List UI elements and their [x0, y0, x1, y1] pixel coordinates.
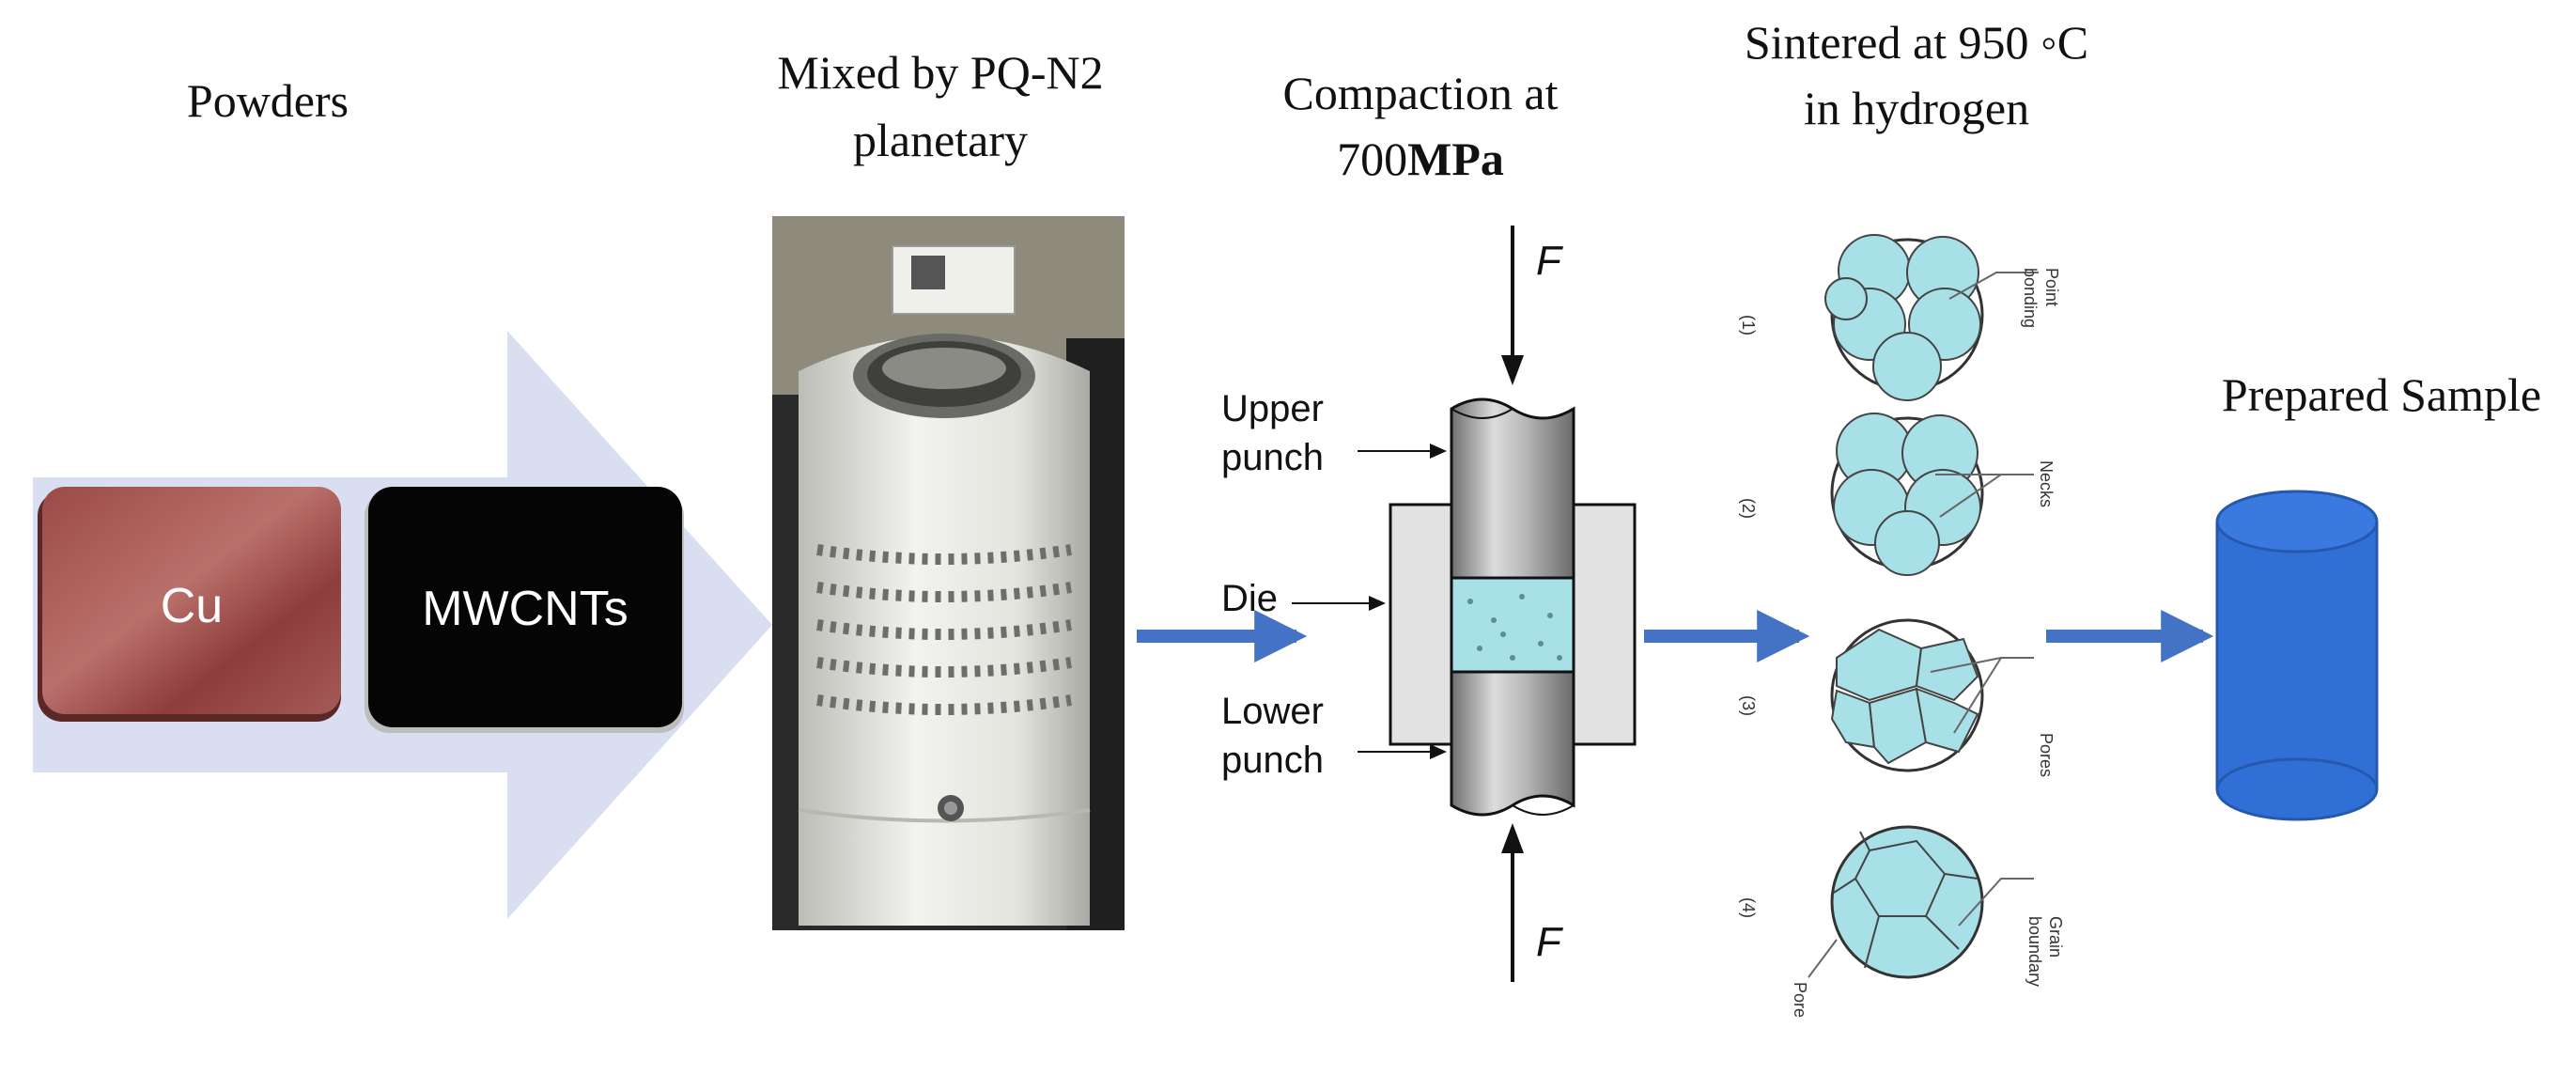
mixing-title-line1: Mixed by PQ-N2: [777, 46, 1103, 99]
compaction-title-line2: 700MPa: [1337, 132, 1504, 185]
label-upper-line1: Upper: [1221, 388, 1324, 429]
sample-cylinder: [2215, 490, 2379, 821]
mwcnts-box: MWCNTs: [365, 487, 684, 733]
svg-text:(1): (1): [1739, 315, 1758, 335]
sintering-stage-4: (4) Grain boundary Pore: [1739, 825, 2065, 1018]
svg-text:Grain: Grain: [2046, 916, 2065, 958]
svg-text:Point: Point: [2042, 268, 2061, 306]
sintering-title-line1: Sintered at 950 ◦C: [1745, 16, 2088, 69]
svg-text:Pore: Pore: [1791, 982, 1809, 1018]
force-label-top: F: [1536, 238, 1563, 284]
force-label-bottom: F: [1536, 919, 1563, 965]
compaction-title-line1: Compaction at: [1283, 67, 1559, 119]
svg-text:Pores: Pores: [2037, 733, 2056, 777]
label-lower-line1: Lower: [1221, 691, 1324, 732]
svg-text:(4): (4): [1739, 897, 1758, 918]
cu-label: Cu: [161, 579, 223, 633]
svg-text:Necks: Necks: [2037, 460, 2056, 507]
svg-text:(2): (2): [1739, 498, 1758, 519]
svg-text:boundary: boundary: [2025, 916, 2044, 987]
upper-punch: [1450, 397, 1575, 580]
planetary-mixer-image: [772, 216, 1125, 930]
mixing-title-line2: planetary: [853, 114, 1028, 166]
sintering-stage-2: (2) Necks: [1739, 413, 2056, 576]
sintering-stage-3: (3) Pores: [1739, 618, 2056, 777]
svg-text:bonding: bonding: [2021, 268, 2040, 328]
svg-text:(3): (3): [1739, 695, 1758, 716]
lower-punch: [1450, 670, 1575, 817]
powders-title: Powders: [187, 74, 349, 127]
label-upper-line2: punch: [1221, 437, 1324, 478]
cu-box: Cu: [38, 487, 341, 722]
sintering-stage-1: (1) Point bonding: [1739, 234, 2061, 401]
label-die: Die: [1221, 578, 1278, 619]
prepared-sample-title: Prepared Sample: [2222, 368, 2541, 421]
compaction-die-diagram: F F Upper punch Die Lower punch: [1221, 226, 1637, 982]
mwcnts-label: MWCNTs: [422, 582, 628, 636]
label-lower-line2: punch: [1221, 740, 1324, 781]
sintering-stages: (1) Point bonding (2) Necks: [1739, 234, 2065, 1018]
sintering-title-line2: in hydrogen: [1804, 82, 2029, 134]
